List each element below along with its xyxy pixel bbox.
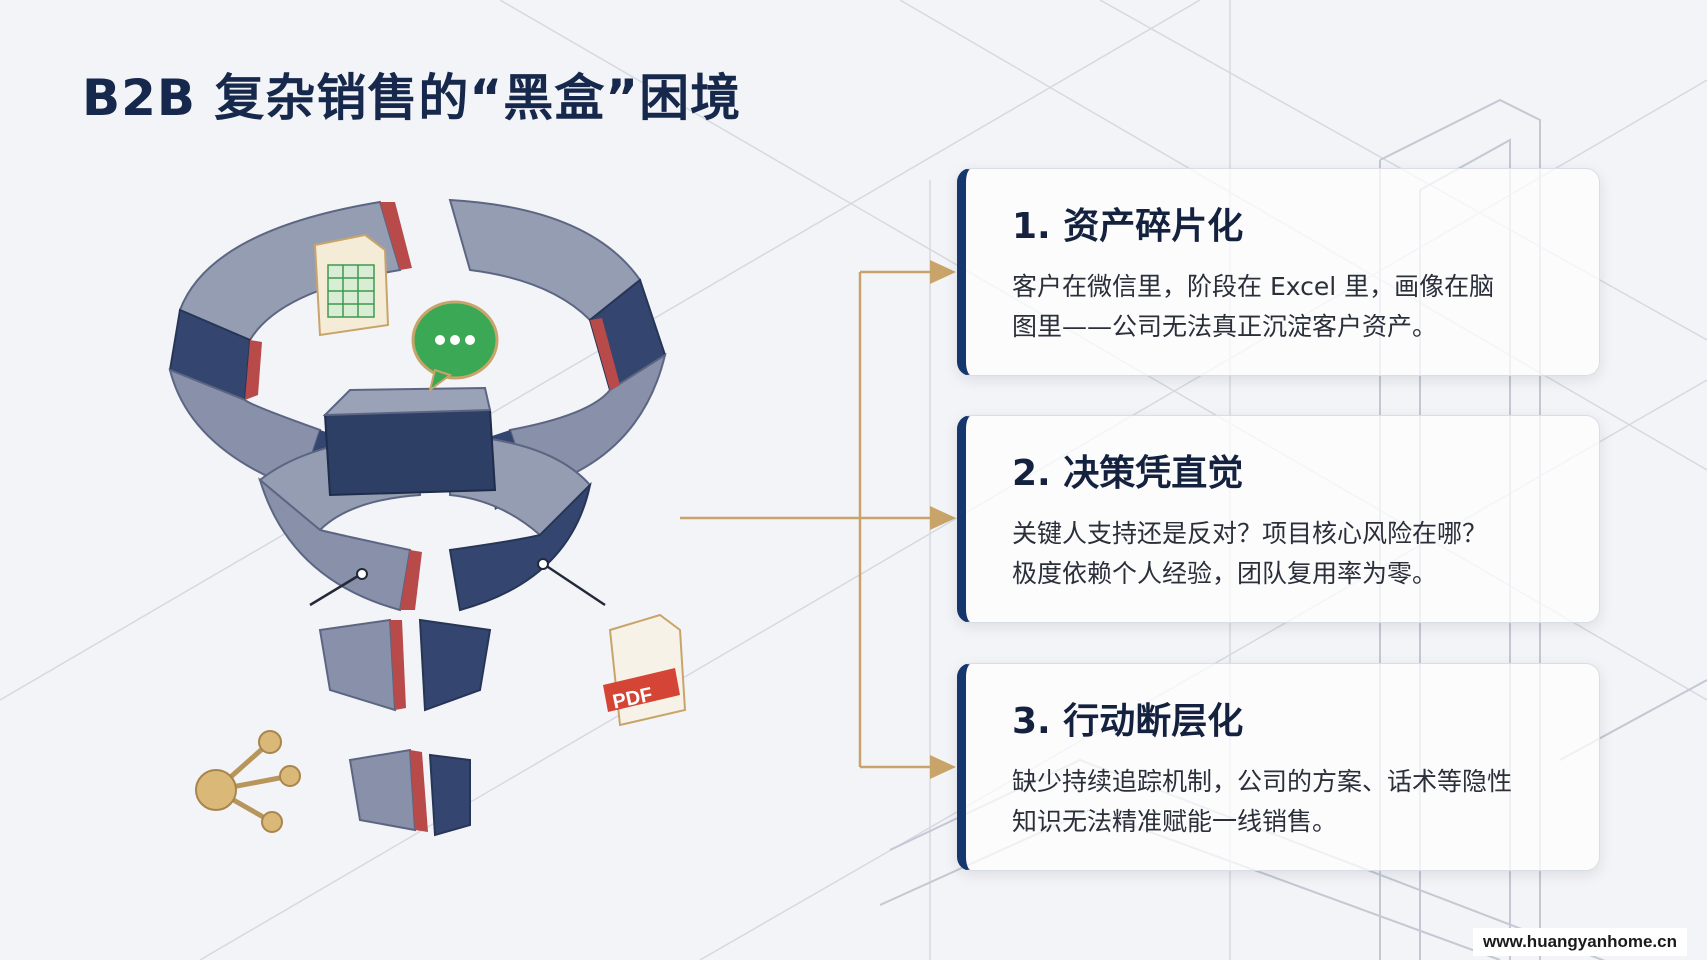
card-action-gap: 3. 行动断层化 缺少持续追踪机制，公司的方案、话术等隐性 知识无法精准赋能一线… — [957, 663, 1600, 871]
card-title: 1. 资产碎片化 — [1012, 206, 1244, 247]
spreadsheet-icon — [313, 233, 390, 337]
funnel-lower-ring — [318, 618, 492, 837]
card-title: 3. 行动断层化 — [1012, 701, 1244, 742]
card-intuitive-decisions: 2. 决策凭直觉 关键人支持还是反对？项目核心风险在哪？ 极度依赖个人经验，团队… — [957, 415, 1600, 623]
chat-bubble-icon — [411, 300, 499, 393]
card-description: 缺少持续追踪机制，公司的方案、话术等隐性 知识无法精准赋能一线销售。 — [1012, 767, 1513, 836]
pdf-file-icon: PDF — [537, 558, 687, 727]
page-title: B2B 复杂销售的“黑盒”困境 — [82, 69, 742, 127]
website-watermark: www.huangyanhome.cn — [1473, 928, 1687, 956]
card-title: 2. 决策凭直觉 — [1012, 453, 1244, 494]
card-description: 关键人支持还是反对？项目核心风险在哪？ 极度依赖个人经验，团队复用率为零。 — [1012, 519, 1488, 588]
card-description: 客户在微信里，阶段在 Excel 里，画像在脑 图里——公司无法真正沉淀客户资产… — [1012, 272, 1495, 341]
network-nodes-icon — [195, 568, 368, 833]
connector-lines — [680, 260, 956, 779]
funnel-middle-ring — [258, 386, 592, 612]
broken-funnel-illustration: PDF — [168, 198, 687, 837]
card-asset-fragmentation: 1. 资产碎片化 客户在微信里，阶段在 Excel 里，画像在脑 图里——公司无… — [957, 168, 1600, 376]
